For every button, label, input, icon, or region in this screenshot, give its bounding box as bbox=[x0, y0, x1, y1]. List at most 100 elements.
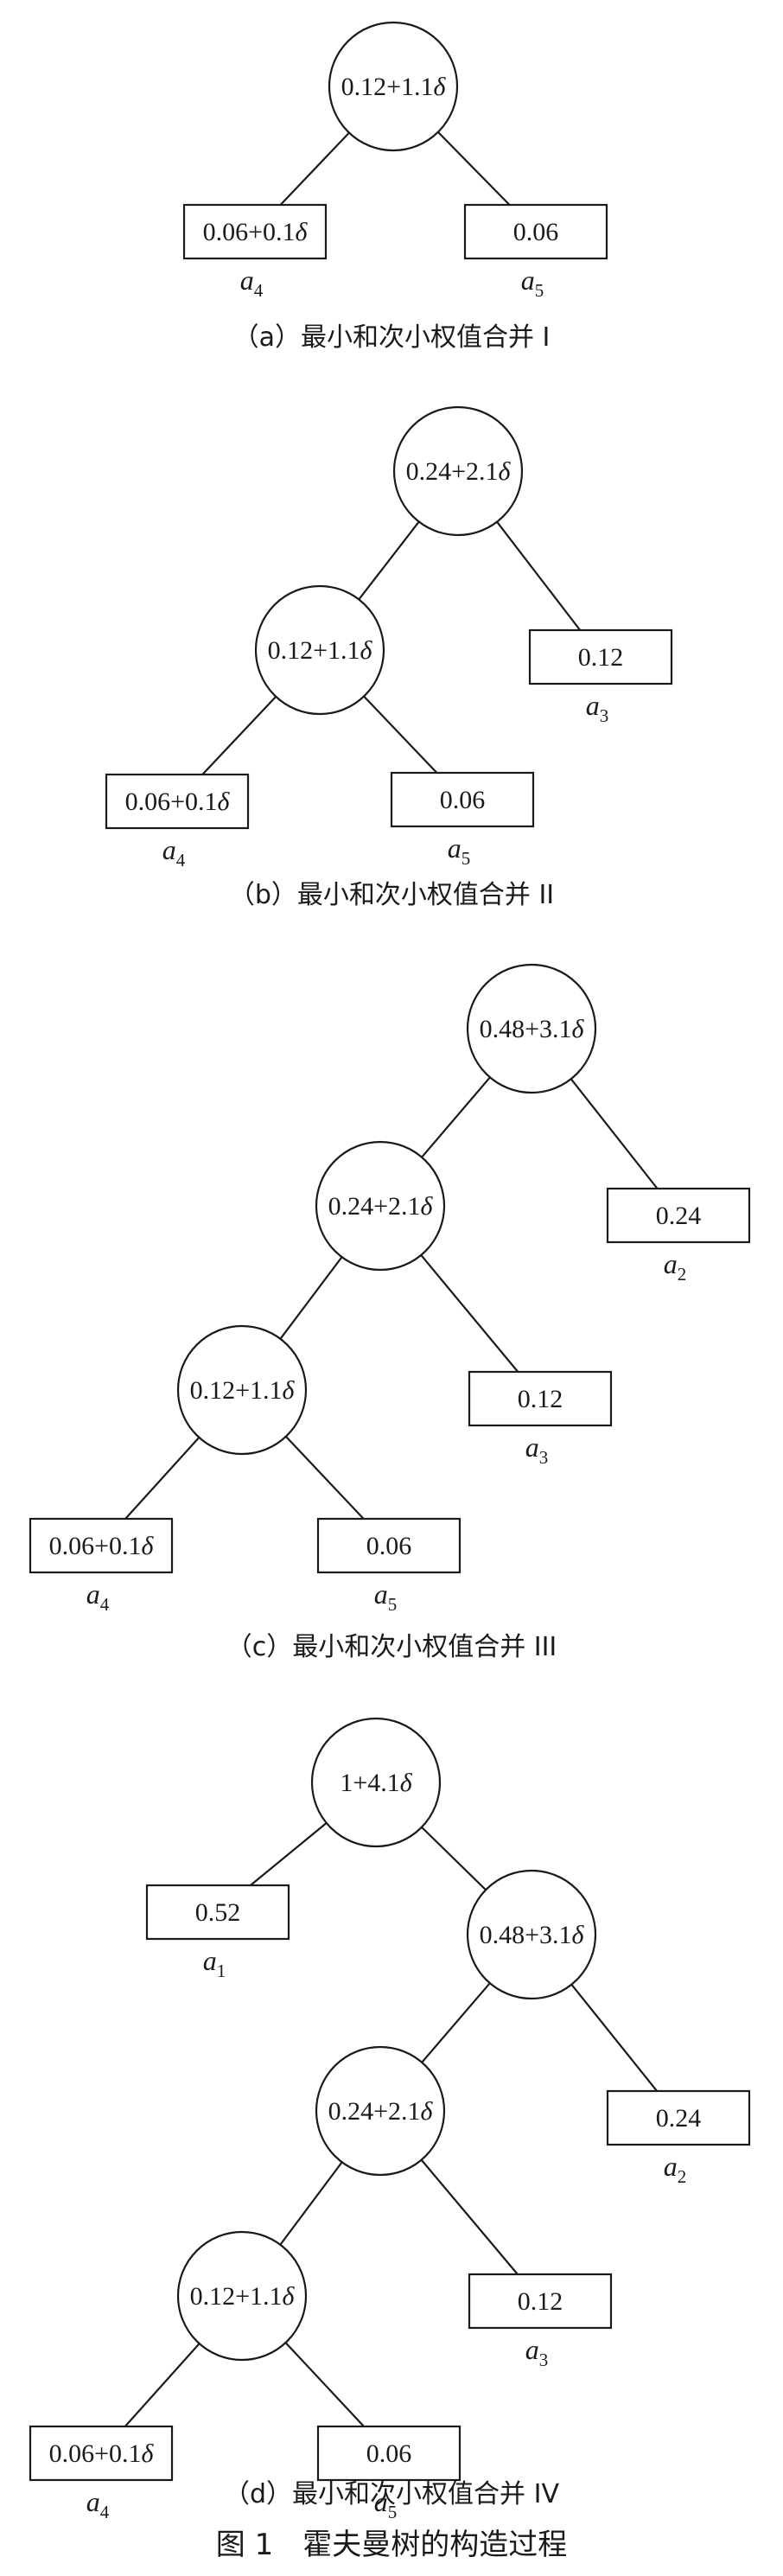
panel-caption: （c）最小和次小权值合并 III bbox=[226, 1632, 557, 1662]
internal-node-weight-delta: δ bbox=[498, 457, 511, 486]
leaf-box bbox=[29, 1517, 174, 1574]
internal-node-weight: 0.24+2.1δ bbox=[328, 1192, 434, 1221]
leaf-label: a5 bbox=[521, 265, 544, 301]
leaf-label-subscript: 5 bbox=[462, 848, 471, 869]
node-circle bbox=[392, 405, 524, 537]
internal-node-weight-delta: δ bbox=[433, 73, 446, 101]
leaf-weight-number: 0.06+0.1 bbox=[49, 1532, 142, 1560]
leaf-weight: 0.12 bbox=[518, 2287, 563, 2316]
leaf-label-subscript: 3 bbox=[539, 2350, 549, 2370]
leaf-node: 0.24 a2 bbox=[606, 2089, 751, 2187]
tree-edge bbox=[124, 1437, 201, 1520]
leaf-label: a5 bbox=[374, 2486, 398, 2522]
tree-edge bbox=[421, 1076, 491, 1158]
leaf-label: a4 bbox=[240, 265, 264, 301]
leaf-weight-number: 0.24 bbox=[656, 1202, 702, 1230]
node-circle bbox=[466, 963, 597, 1094]
leaf-label-subscript: 3 bbox=[600, 705, 609, 726]
tree-edge bbox=[279, 1256, 343, 1340]
internal-node-weight-delta: δ bbox=[360, 636, 372, 665]
leaf-weight: 0.06+0.1δ bbox=[203, 218, 309, 246]
internal-node-weight-delta: δ bbox=[400, 1769, 413, 1797]
internal-node-weight: 0.12+1.1δ bbox=[268, 636, 373, 665]
internal-node-weight-number: 0.12+1.1 bbox=[268, 636, 360, 665]
leaf-node: 0.06+0.1δ a4 bbox=[182, 203, 328, 301]
tree-edge bbox=[420, 2158, 519, 2275]
leaf-label-subscript: 2 bbox=[678, 1264, 687, 1285]
internal-node-weight: 0.48+3.1δ bbox=[480, 1921, 585, 1949]
tree-panel-d: 1+4.1δ0.48+3.1δ0.24+2.1δ0.12+1.1δ0.52a10… bbox=[29, 1717, 751, 2522]
internal-node-weight: 0.12+1.1δ bbox=[341, 73, 447, 101]
leaf-weight-number: 0.24 bbox=[656, 2104, 702, 2133]
leaf-weight-number: 0.06 bbox=[513, 218, 559, 246]
leaf-box bbox=[316, 2425, 462, 2482]
leaf-label-subscript: 5 bbox=[388, 2502, 398, 2522]
panel-caption: （b）最小和次小权值合并 II bbox=[229, 880, 554, 910]
leaf-weight: 0.06 bbox=[513, 218, 559, 246]
leaf-weight: 0.06 bbox=[440, 786, 486, 814]
leaf-weight: 0.06+0.1δ bbox=[49, 2439, 155, 2468]
leaf-label: a1 bbox=[203, 1945, 226, 1981]
panel-caption: （a）最小和次小权值合并 I bbox=[233, 322, 551, 353]
leaf-label-subscript: 3 bbox=[539, 1447, 549, 1468]
leaf-weight: 0.06 bbox=[366, 2439, 412, 2468]
internal-node: 1+4.1δ bbox=[310, 1717, 442, 1848]
leaf-label-subscript: 1 bbox=[217, 1961, 226, 1981]
leaf-weight-delta: δ bbox=[295, 218, 308, 246]
leaf-weight-number: 0.06+0.1 bbox=[49, 2439, 142, 2468]
leaf-box bbox=[468, 1370, 613, 1427]
leaf-label-letter: a bbox=[374, 2486, 388, 2517]
leaf-label: a2 bbox=[664, 1248, 687, 1285]
leaf-node: 0.52 a1 bbox=[145, 1884, 290, 1981]
leaf-label-letter: a bbox=[374, 1578, 388, 1610]
leaf-label: a3 bbox=[525, 1431, 549, 1468]
tree-edge bbox=[201, 696, 277, 775]
tree-edge bbox=[421, 1982, 491, 2063]
leaf-weight-number: 0.06 bbox=[366, 2439, 412, 2468]
internal-node-weight: 1+4.1δ bbox=[340, 1769, 412, 1797]
leaf-label: a2 bbox=[664, 2151, 687, 2187]
leaf-label: a4 bbox=[86, 2486, 110, 2522]
leaf-node: 0.06 a5 bbox=[390, 771, 535, 869]
node-circle bbox=[466, 1869, 597, 2000]
leaf-weight-delta: δ bbox=[141, 2439, 154, 2468]
internal-node-weight-delta: δ bbox=[282, 1376, 295, 1405]
internal-node-weight-delta: δ bbox=[282, 2282, 295, 2311]
leaf-weight: 0.06+0.1δ bbox=[125, 787, 231, 816]
leaf-label-letter: a bbox=[162, 834, 176, 865]
leaf-label-letter: a bbox=[525, 2334, 539, 2365]
internal-node: 0.48+3.1δ bbox=[466, 1869, 597, 2000]
leaf-label: a4 bbox=[86, 1578, 110, 1615]
internal-node-weight-delta: δ bbox=[571, 1921, 584, 1949]
leaf-box bbox=[468, 2273, 613, 2330]
leaf-label-subscript: 4 bbox=[176, 850, 186, 870]
leaf-weight-number: 0.06+0.1 bbox=[125, 787, 218, 816]
leaf-node: 0.06+0.1δ a4 bbox=[105, 773, 250, 870]
leaf-weight-number: 0.12 bbox=[518, 2287, 563, 2316]
panel-caption: （d）最小和次小权值合并 IV bbox=[224, 2479, 559, 2509]
tree-edge bbox=[279, 2161, 343, 2246]
leaf-node: 0.12 a3 bbox=[468, 2273, 613, 2370]
internal-node-weight: 0.48+3.1δ bbox=[480, 1015, 585, 1043]
tree-edge bbox=[284, 2342, 365, 2427]
tree-edge bbox=[358, 520, 420, 601]
internal-node: 0.12+1.1δ bbox=[254, 584, 385, 716]
internal-node-weight-number: 0.24+2.1 bbox=[328, 2097, 421, 2126]
leaf-box bbox=[463, 203, 608, 260]
tree-edge bbox=[124, 2343, 201, 2427]
internal-node-weight-delta: δ bbox=[571, 1015, 584, 1043]
leaf-weight-number: 0.52 bbox=[195, 1898, 241, 1927]
leaf-box bbox=[606, 1187, 751, 1244]
leaf-label-subscript: 5 bbox=[535, 280, 544, 301]
leaf-label: a5 bbox=[448, 832, 471, 869]
internal-node-weight: 0.12+1.1δ bbox=[190, 1376, 296, 1405]
internal-node-weight-number: 0.12+1.1 bbox=[190, 2282, 283, 2311]
leaf-node: 0.24 a2 bbox=[606, 1187, 751, 1285]
leaf-weight: 0.52 bbox=[195, 1898, 241, 1927]
internal-node-weight-number: 0.12+1.1 bbox=[190, 1376, 283, 1405]
internal-node-weight-number: 1+4.1 bbox=[340, 1769, 399, 1797]
leaf-label-letter: a bbox=[203, 1945, 217, 1976]
